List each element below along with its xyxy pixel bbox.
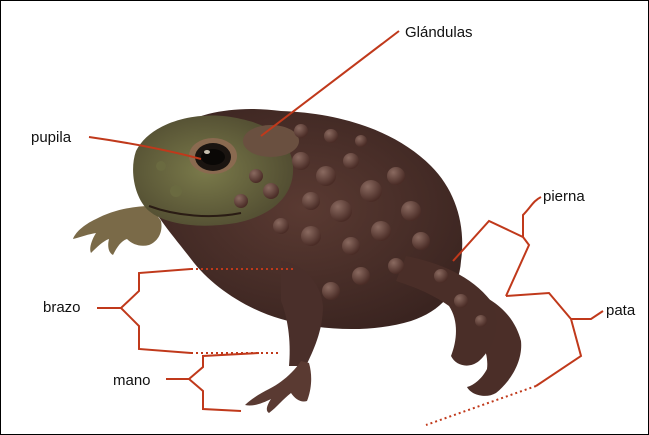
mano-bracket [166, 353, 259, 411]
label-pupila: pupila [31, 129, 72, 146]
label-pierna: pierna [543, 188, 585, 205]
label-mano: mano [113, 372, 151, 389]
brazo-bracket [97, 269, 191, 353]
label-brazo: brazo [43, 299, 81, 316]
label-pata: pata [606, 302, 636, 319]
label-glandulas: Glándulas [405, 24, 473, 41]
